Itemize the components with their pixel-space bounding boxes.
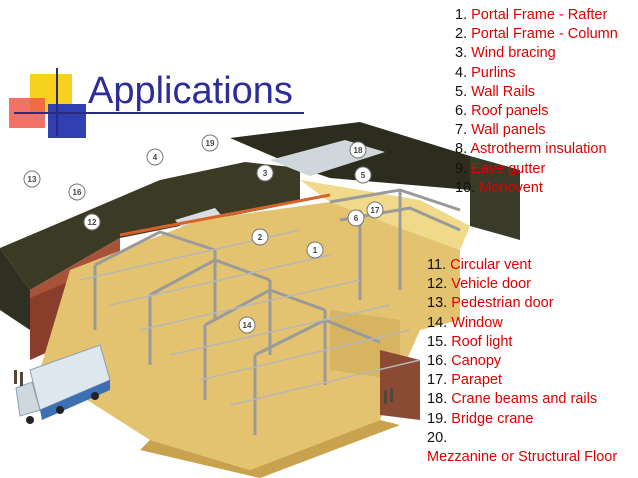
callout-number: 5 [361,171,366,180]
list-item: 20. [427,429,617,448]
callout-circle [83,213,101,231]
list-item: 17. Parapet [427,371,617,390]
item-label: Roof light [451,333,513,350]
callout-circle [349,141,367,159]
item-number: 13. [427,295,448,312]
item-label: Vehicle door [451,276,532,293]
decor-vertical-line [56,68,58,136]
item-label: Bridge crane [451,410,534,427]
item-label: Wall Rails [471,83,536,100]
item-number: 5. [455,83,468,100]
item-label: Crane beams and rails [451,391,598,408]
truck-graphic [15,344,111,424]
item-number: 18. [427,391,448,408]
item-number: 6. [455,103,468,120]
list-item: 13. Pedestrian door [427,294,617,313]
list-item: 15. Roof light [427,333,617,352]
item-number: 3. [455,45,468,62]
item-label: Wind bracing [471,45,556,62]
callout-circle [23,170,41,188]
decor-blue-square [48,104,86,138]
callout-circle [347,209,365,227]
item-label: Portal Frame - Rafter [471,7,608,23]
item-number: 15. [427,333,448,350]
list-item: 1. Portal Frame - Rafter [455,6,618,25]
callout-circle [201,134,219,152]
callout-number: 18 [354,146,363,155]
callout-number: 12 [88,218,97,227]
item-number: 20. [427,429,448,446]
item-label: Eave gutter [471,160,546,177]
list-item: 18. Crane beams and rails [427,390,617,409]
callout-number: 13 [28,175,37,184]
list-item: 2. Portal Frame - Column [455,25,618,44]
callout-number: 2 [258,233,263,242]
callout-circle [68,183,86,201]
decor-horizontal-line [14,112,304,114]
item-number: 2. [455,26,468,43]
item-label: Astrotherm insulation [470,141,607,158]
item-number: 11. [427,257,447,273]
callout-number: 4 [153,153,158,162]
callout-circle [366,201,384,219]
list-item: 5. Wall Rails [455,83,618,102]
slide-title: Applications [88,70,293,112]
item-number: 4. [455,64,468,81]
item-label: Purlins [471,64,516,81]
item-label: Circular vent [450,257,532,273]
callout-number: 6 [354,214,359,223]
list-item: 12. Vehicle door [427,275,617,294]
callout-number: 19 [206,139,215,148]
item-label: Window [451,314,503,331]
item-number: 7. [455,122,468,139]
list-item: 14. Window [427,314,617,333]
list-item: 10. Monovent [455,179,618,198]
callout-circle [146,148,164,166]
list-item: 16. Canopy [427,352,617,371]
item-number: 9. [455,160,468,177]
item-number: 8. [455,141,468,158]
list-item: 8. Astrotherm insulation [455,140,618,159]
list-item: 11. Circular vent [427,256,617,275]
item-label: Monovent [479,179,543,196]
building-illustration: 1234567891011121314151617181920 [0,122,520,478]
callout-circle [251,228,269,246]
callout-circle [354,166,372,184]
item-label: Portal Frame - Column [471,26,618,43]
callout-circle [256,164,274,182]
item-label: Wall panels [471,122,546,139]
callout-number: 17 [371,206,380,215]
item-number: 10. [455,179,476,196]
callout-number: 14 [243,321,252,330]
item-number: 19. [427,410,448,427]
list-item: 6. Roof panels [455,102,618,121]
callout-circle [306,241,324,259]
item-number: 16. [427,353,448,370]
item-label: Pedestrian door [451,295,554,312]
list-item: 3. Wind bracing [455,44,618,63]
item-number: 14. [427,314,448,331]
callout-number: 3 [263,169,268,178]
list-item: 9. Eave gutter [455,160,618,179]
list-item: 4. Purlins [455,64,618,83]
item-label: Roof panels [471,103,549,120]
list-item: 19. Bridge crane [427,410,617,429]
callout-circle [238,316,256,334]
item-20-label: Mezzanine or Structural Floor [427,449,618,466]
item-label: Canopy [451,353,502,370]
list-item: 7. Wall panels [455,121,618,140]
callout-number: 16 [73,188,82,197]
item-number: 1. [455,7,468,23]
callout-number: 1 [313,246,318,255]
item-label: Parapet [451,372,502,389]
item-number: 17. [427,372,448,389]
item-number: 12. [427,276,448,293]
